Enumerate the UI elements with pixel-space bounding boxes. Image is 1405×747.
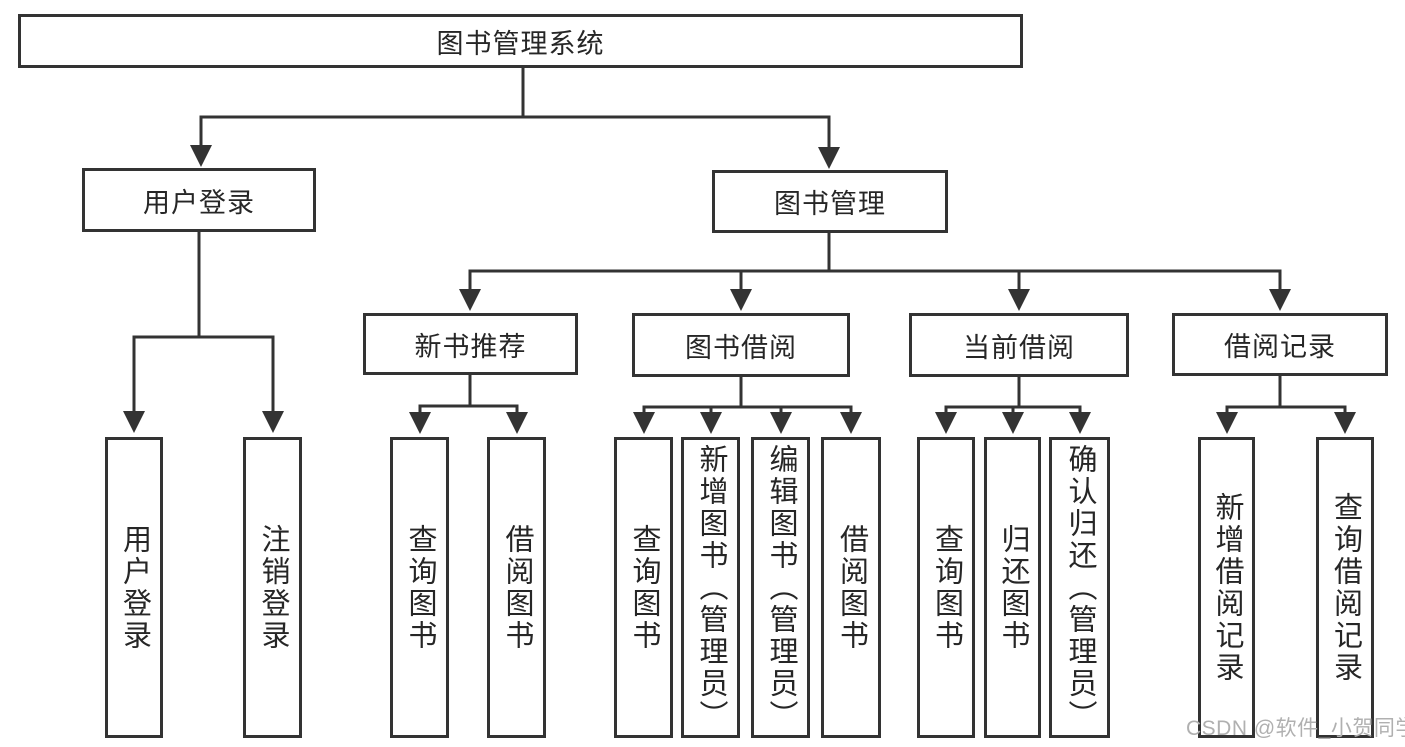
arrow-down-icon [1008,289,1030,311]
node-book-borrow-label: 图书借阅 [685,332,797,363]
connector-root-children [190,66,840,169]
leaf-borrow-book-2: 借阅图书 [821,437,881,738]
watermark: CSDN @软件_小贺同学 [1186,717,1405,740]
leaf-query-book-2-label: 查询图书 [628,523,660,652]
connector-new-book-children [409,373,528,434]
arrow-down-icon [262,411,284,433]
leaf-borrow-book-1: 借阅图书 [487,437,546,738]
arrow-down-icon [1334,412,1356,434]
node-current-borrow: 当前借阅 [909,313,1129,377]
leaf-add-record: 新增借阅记录 [1198,437,1255,738]
node-book-borrow: 图书借阅 [632,313,850,377]
leaf-return-book: 归还图书 [984,437,1041,738]
arrow-down-icon [1002,412,1024,434]
leaf-confirm-return-label: 确认归还（管理员） [1064,443,1096,732]
leaf-query-book-3: 查询图书 [917,437,975,738]
leaf-add-book-label: 新增图书（管理员） [695,443,727,732]
arrow-down-icon [935,412,957,434]
node-new-book-label: 新书推荐 [414,331,527,362]
node-user-login-label: 用户登录 [143,187,255,218]
leaf-edit-book: 编辑图书（管理员） [751,437,810,738]
leaf-confirm-return: 确认归还（管理员） [1049,437,1110,738]
arrow-down-icon [840,412,862,434]
node-current-borrow-label: 当前借阅 [963,332,1075,363]
leaf-add-record-label: 新增借阅记录 [1211,491,1243,684]
arrow-down-icon [730,289,752,311]
leaf-query-book-1-label: 查询图书 [404,523,436,652]
node-user-login: 用户登录 [82,168,316,232]
node-new-book: 新书推荐 [363,313,578,375]
connector-book-management-children [459,231,1291,311]
node-root-label: 图书管理系统 [436,28,605,59]
connector-book-borrow-children [633,375,862,434]
leaf-query-book-1: 查询图书 [390,437,449,738]
node-borrow-records: 借阅记录 [1172,313,1388,376]
leaf-query-record: 查询借阅记录 [1316,437,1374,738]
leaf-user-login: 用户登录 [105,437,163,738]
arrow-down-icon [1069,412,1091,434]
connector-user-login-children [123,230,284,433]
leaf-logout-label: 注销登录 [257,523,289,652]
arrow-down-icon [459,289,481,311]
leaf-query-record-label: 查询借阅记录 [1329,491,1362,684]
arrow-down-icon [1216,412,1238,434]
leaf-logout: 注销登录 [243,437,302,738]
leaf-user-login-label: 用户登录 [118,523,151,652]
arrow-down-icon [1269,289,1291,311]
leaf-borrow-book-2-label: 借阅图书 [835,523,868,652]
connector-current-borrow-children [935,375,1091,434]
arrow-down-icon [123,411,145,433]
leaf-borrow-book-1-label: 借阅图书 [501,523,533,652]
leaf-add-book: 新增图书（管理员） [681,437,740,738]
leaf-query-book-2: 查询图书 [614,437,673,738]
arrow-down-icon [506,412,528,434]
arrow-down-icon [700,412,722,434]
leaf-query-book-3-label: 查询图书 [930,523,963,652]
arrow-down-icon [190,145,212,167]
arrow-down-icon [409,412,431,434]
node-root: 图书管理系统 [18,14,1023,68]
arrow-down-icon [818,147,840,169]
leaf-return-book-label: 归还图书 [997,523,1029,652]
node-book-management: 图书管理 [712,170,948,233]
connector-borrow-records-children [1216,374,1356,434]
arrow-down-icon [770,412,792,434]
node-book-management-label: 图书管理 [774,189,886,219]
node-borrow-records-label: 借阅记录 [1224,332,1336,362]
leaf-edit-book-label: 编辑图书（管理员） [765,443,797,732]
arrow-down-icon [633,412,655,434]
